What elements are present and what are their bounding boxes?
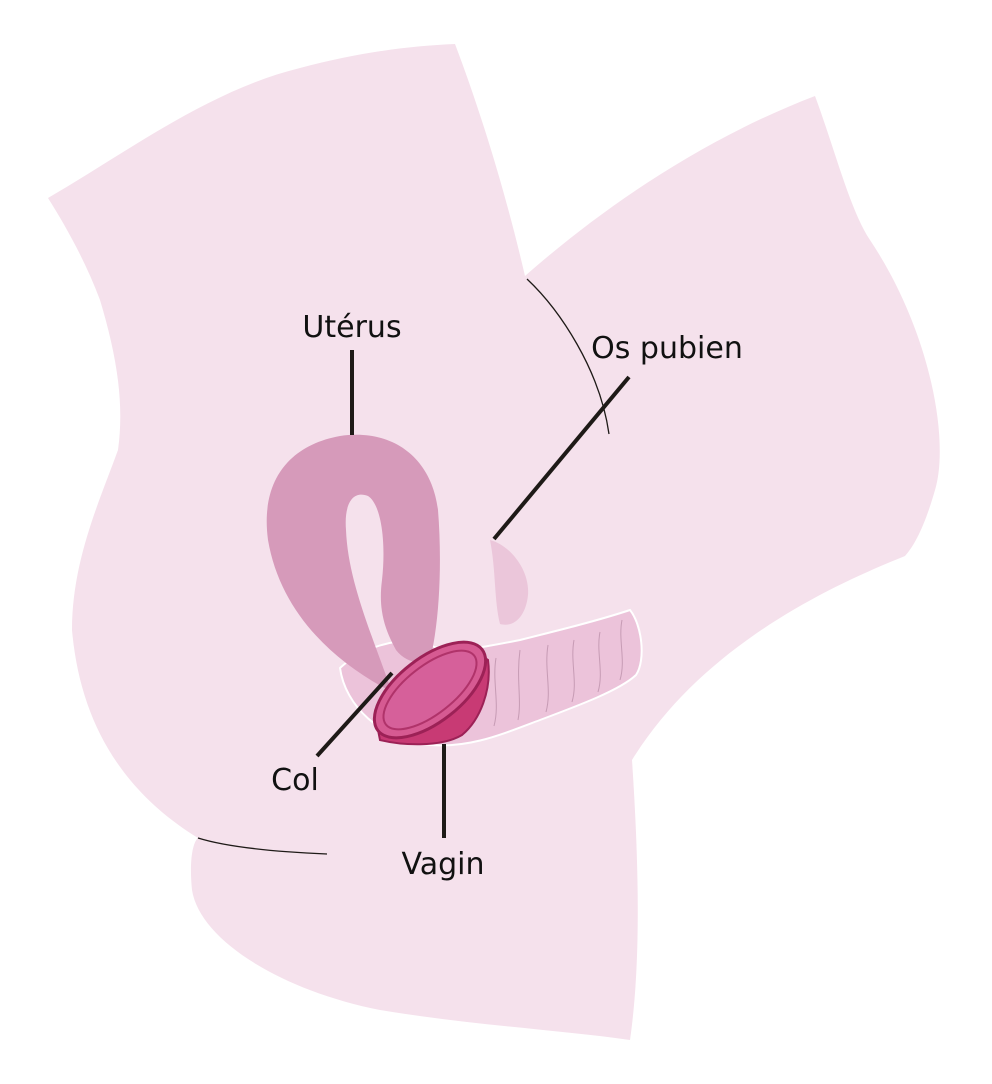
leader-line-cervix	[315, 671, 394, 758]
pubic-bone-shape	[490, 540, 529, 625]
leader-line-pubic-bone	[492, 375, 631, 541]
label-uterus: Utérus	[302, 310, 401, 345]
label-cervix: Col	[271, 763, 319, 798]
uterus-shape	[266, 434, 440, 692]
label-vagina: Vagin	[402, 847, 485, 882]
contour-line-upper	[526, 278, 610, 435]
menstrual-cup-icon	[372, 640, 490, 746]
label-pubic-bone: Os pubien	[591, 331, 743, 366]
contour-line-lower	[197, 837, 328, 855]
